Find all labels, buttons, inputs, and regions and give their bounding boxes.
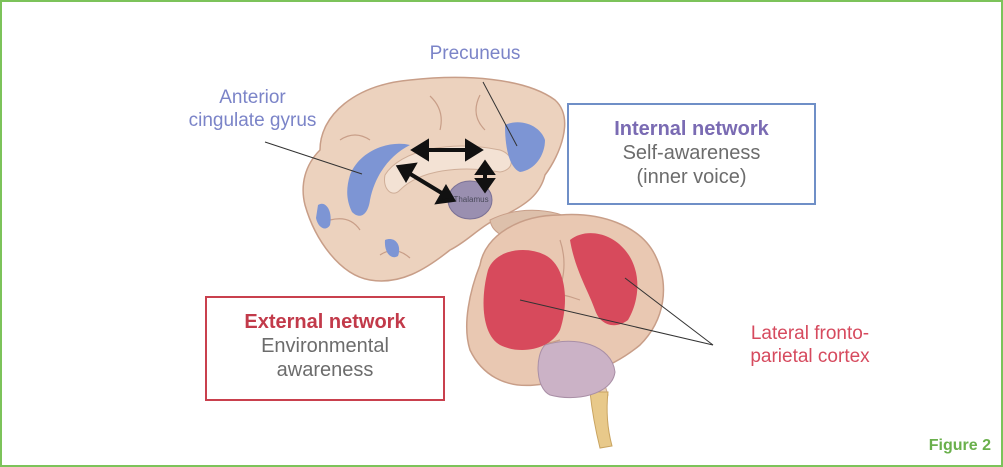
internal-network-line-2: (inner voice) (569, 165, 814, 189)
external-network-title: External network (207, 311, 443, 334)
lateral-cortex-label-line-2: parietal cortex (690, 345, 930, 368)
external-network-box: External network Environmental awareness (205, 296, 445, 401)
internal-network-title: Internal network (569, 118, 814, 141)
external-network-line-2: awareness (207, 358, 443, 382)
thalamus-label: Thalamus (441, 195, 501, 204)
spinal-cord (590, 392, 612, 448)
precuneus-label: Precuneus (395, 42, 555, 65)
figure-caption: Figure 2 (929, 437, 991, 455)
lateral-cortex-label: Lateral fronto- parietal cortex (690, 322, 930, 368)
lateral-cortex-label-line-1: Lateral fronto- (690, 322, 930, 345)
external-network-line-1: Environmental (207, 334, 443, 358)
internal-network-line-1: Self-awareness (569, 141, 814, 165)
anterior-cingulate-label-line-2: cingulate gyrus (150, 109, 355, 132)
anterior-cingulate-label-line-1: Anterior (150, 86, 355, 109)
internal-network-box: Internal network Self-awareness (inner v… (567, 103, 816, 205)
anterior-cingulate-label: Anterior cingulate gyrus (150, 86, 355, 132)
lateral-parietal-red-region (484, 250, 565, 350)
